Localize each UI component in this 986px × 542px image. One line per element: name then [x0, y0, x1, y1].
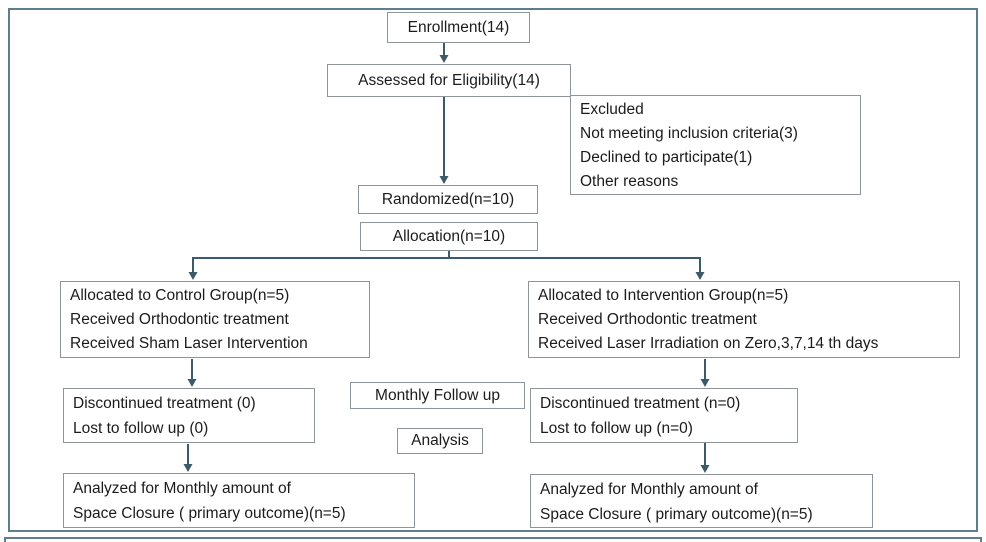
control-analyzed-line-2: Space Closure ( primary outcome)(n=5)	[73, 505, 346, 522]
excluded-line-1: Excluded	[580, 101, 644, 118]
excluded-line-4: Other reasons	[580, 173, 679, 190]
box-analysis: Analysis	[397, 428, 483, 454]
intervention-allocated-line-1: Allocated to Intervention Group(n=5)	[538, 287, 789, 304]
intervention-allocated-line-2: Received Orthodontic treatment	[538, 311, 757, 328]
box-allocation: Allocation(n=10)	[360, 222, 538, 251]
box-intervention-analyzed: Analyzed for Monthly amount of Space Clo…	[530, 474, 873, 528]
control-allocated-line-1: Allocated to Control Group(n=5)	[70, 287, 290, 304]
box-enrollment: Enrollment(14)	[387, 12, 530, 43]
box-control-allocated: Allocated to Control Group(n=5) Received…	[60, 281, 370, 358]
box-excluded: Excluded Not meeting inclusion criteria(…	[570, 95, 861, 195]
assessed-label: Assessed for Eligibility(14)	[358, 71, 540, 89]
analysis-label: Analysis	[411, 432, 469, 449]
box-control-followup: Discontinued treatment (0) Lost to follo…	[63, 388, 315, 443]
intervention-followup-line-2: Lost to follow up (n=0)	[540, 420, 693, 437]
diagram-outer-border	[8, 8, 978, 532]
intervention-analyzed-line-2: Space Closure ( primary outcome)(n=5)	[540, 506, 813, 523]
intervention-followup-line-1: Discontinued treatment (n=0)	[540, 395, 741, 412]
box-intervention-followup: Discontinued treatment (n=0) Lost to fol…	[530, 388, 798, 443]
box-monthly-follow-up: Monthly Follow up	[350, 382, 525, 409]
randomized-label: Randomized(n=10)	[381, 190, 515, 208]
box-randomized: Randomized(n=10)	[358, 185, 538, 214]
allocation-label: Allocation(n=10)	[392, 227, 506, 245]
control-analyzed-line-1: Analyzed for Monthly amount of	[73, 480, 291, 497]
box-assessed-for-eligibility: Assessed for Eligibility(14)	[327, 64, 571, 97]
excluded-line-2: Not meeting inclusion criteria(3)	[580, 125, 798, 142]
intervention-allocated-line-3: Received Laser Irradiation on Zero,3,7,1…	[538, 335, 879, 352]
control-followup-line-2: Lost to follow up (0)	[73, 420, 209, 437]
box-control-analyzed: Analyzed for Monthly amount of Space Clo…	[63, 473, 415, 528]
bottom-cutoff-box	[4, 537, 982, 542]
control-followup-line-1: Discontinued treatment (0)	[73, 395, 256, 412]
intervention-analyzed-line-1: Analyzed for Monthly amount of	[540, 481, 758, 498]
control-allocated-line-2: Received Orthodontic treatment	[70, 311, 289, 328]
control-allocated-line-3: Received Sham Laser Intervention	[70, 335, 308, 352]
enrollment-label: Enrollment(14)	[407, 18, 510, 36]
excluded-line-3: Declined to participate(1)	[580, 149, 753, 166]
box-intervention-allocated: Allocated to Intervention Group(n=5) Rec…	[528, 281, 960, 358]
monthly-follow-up-label: Monthly Follow up	[375, 386, 500, 404]
